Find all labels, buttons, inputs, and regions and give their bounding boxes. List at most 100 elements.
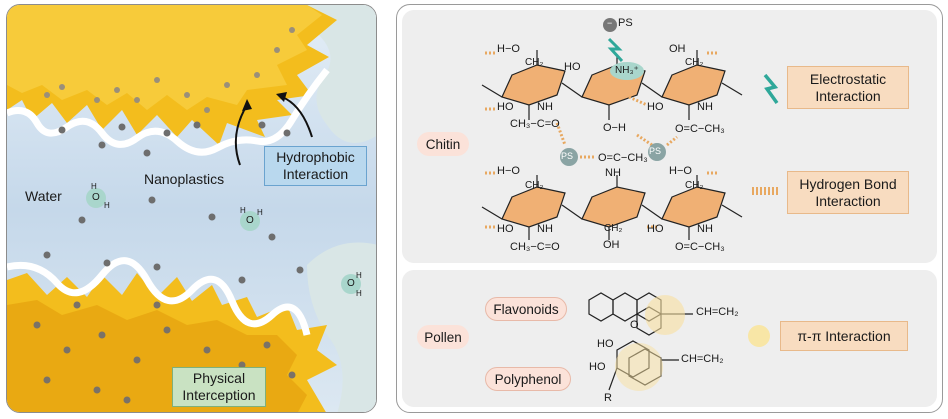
chem-acetyl-2: O=C−CH₃ bbox=[675, 123, 725, 135]
polyphenol-vinyl: CH=CH₂ bbox=[681, 353, 724, 365]
ps-particle-right bbox=[648, 143, 666, 161]
hydrogen-bond-interaction-box: Hydrogen Bond Interaction bbox=[787, 171, 909, 214]
nanoplastics-label: Nanoplastics bbox=[144, 171, 225, 187]
water-molecule-3 bbox=[341, 274, 361, 294]
chem-acetyl-4: O=C−CH₃ bbox=[675, 241, 725, 253]
pipi-highlight-polyphenol bbox=[615, 343, 663, 391]
pipi-icon bbox=[748, 325, 770, 347]
chem-ho-6: HO bbox=[497, 223, 514, 235]
pipi-interaction-box: π-π Interaction bbox=[780, 321, 908, 351]
chem-ch2-1: CH₂ bbox=[525, 57, 544, 68]
physical-line2: Interception bbox=[182, 387, 256, 403]
chem-ho-3: HO bbox=[497, 101, 514, 113]
water-o-3: O bbox=[347, 278, 355, 289]
chem-ch2-3: CH₂ bbox=[525, 180, 544, 191]
flavonoids-pill: Flavonoids bbox=[485, 297, 567, 321]
top-boundary bbox=[7, 67, 330, 156]
chitin-pill: Chitin bbox=[417, 132, 469, 156]
chem-oh-3: OH bbox=[603, 239, 620, 251]
chem-oh-1: OH bbox=[669, 43, 686, 55]
embedded-particles-bottom bbox=[33, 301, 296, 404]
water-o-1: O bbox=[92, 192, 100, 203]
chem-ho-2: HO bbox=[564, 61, 581, 73]
ps-top-label: PS bbox=[618, 17, 633, 29]
chem-nh-1: NH bbox=[537, 101, 553, 113]
hydrophobic-line1: Hydrophobic bbox=[276, 149, 355, 165]
polyphenol-ho-2: HO bbox=[589, 361, 606, 373]
hydrophobic-line2: Interaction bbox=[282, 166, 349, 182]
embedded-particles-top bbox=[44, 27, 295, 113]
chem-nh-3: NH bbox=[605, 167, 621, 179]
water-h-2a: H bbox=[240, 206, 246, 215]
chem-acetyl-3: CH₃−C=O bbox=[510, 241, 560, 253]
pipi-label: π-π Interaction bbox=[797, 327, 891, 344]
pollen-label: Pollen bbox=[424, 329, 462, 345]
pollen-surface-illustration bbox=[7, 5, 376, 412]
ps-right-label: PS bbox=[649, 146, 662, 156]
left-panel: O H H O H H O H H Water Nanoplastics Hyd… bbox=[6, 4, 377, 413]
nh3-label: NH₃⁺ bbox=[615, 65, 639, 76]
water-label: Water bbox=[25, 188, 62, 204]
flavonoids-label: Flavonoids bbox=[493, 301, 559, 317]
polyphenol-pill: Polyphenol bbox=[485, 367, 571, 391]
water-molecule-2 bbox=[240, 211, 260, 231]
pipi-highlight-flavonoid bbox=[645, 295, 685, 335]
chem-ch2-4: CH₂ bbox=[685, 180, 704, 191]
chem-ho-5: H−O bbox=[497, 165, 520, 177]
chitin-ring-1 bbox=[501, 64, 566, 106]
chem-ho-7: HO bbox=[647, 223, 664, 235]
water-o-2: O bbox=[246, 215, 254, 226]
chem-acetyl-mid: O=C−CH₃ bbox=[598, 152, 648, 164]
flavonoid-vinyl: CH=CH₂ bbox=[696, 306, 739, 318]
water-edge-top bbox=[307, 5, 376, 143]
chitin-structure bbox=[481, 18, 779, 391]
chitin-ring-6 bbox=[661, 186, 726, 228]
ps-particle-left bbox=[560, 148, 578, 166]
electrostatic-bolt-icon bbox=[763, 73, 779, 105]
water-h-3b: H bbox=[356, 289, 362, 298]
pollen-pill: Pollen bbox=[417, 325, 469, 349]
hbond-line1: Hydrogen Bond bbox=[799, 175, 897, 192]
water-h-1b: H bbox=[104, 201, 110, 210]
nh3-highlight bbox=[610, 62, 644, 80]
water-molecule-1 bbox=[86, 188, 106, 208]
electrostatic-interaction-box: Electrostatic Interaction bbox=[787, 66, 909, 109]
chem-ch2-2: CH₂ bbox=[685, 57, 704, 68]
right-panel: PS − NH₃⁺ PS PS H−O CH₂ HO OH CH₂ HO NH … bbox=[396, 4, 943, 413]
hydrogen-bond-dashes bbox=[485, 51, 719, 229]
electrostatic-bolt-small bbox=[607, 37, 624, 63]
polyphenol-ho-1: HO bbox=[597, 338, 614, 350]
physical-line1: Physical bbox=[192, 370, 246, 386]
water-h-3a: H bbox=[356, 271, 362, 280]
chem-ch2-5: CH₂ bbox=[604, 223, 623, 234]
electrostatic-line2: Interaction bbox=[815, 87, 881, 104]
bottom-boundary bbox=[7, 257, 311, 336]
chem-nh-2: NH bbox=[697, 101, 713, 113]
chitin-ring-5 bbox=[581, 186, 646, 228]
chem-nh-4: NH bbox=[537, 223, 553, 235]
electrostatic-line1: Electrostatic bbox=[809, 70, 887, 87]
chem-nh-5: NH bbox=[697, 223, 713, 235]
chem-acetyl-1: CH₃−C=O bbox=[510, 118, 560, 130]
hydrophobic-interaction-box: Hydrophobic Interaction bbox=[264, 146, 367, 186]
ps-particle-top bbox=[603, 18, 617, 32]
chitin-ring-3 bbox=[661, 64, 726, 106]
chitin-label: Chitin bbox=[425, 136, 461, 152]
polyphenol-label: Polyphenol bbox=[494, 371, 562, 387]
polyphenol-r: R bbox=[604, 392, 612, 404]
nanoplastic-particles bbox=[43, 121, 304, 284]
water-h-2b: H bbox=[257, 208, 263, 217]
ps-sign: − bbox=[607, 18, 613, 28]
chem-ho-4: HO bbox=[647, 101, 664, 113]
physical-interception-box: Physical Interception bbox=[172, 367, 266, 407]
chem-oh-bridge: O−H bbox=[603, 122, 626, 134]
chitin-ring-4 bbox=[501, 186, 566, 228]
chem-h-o-2: H−O bbox=[669, 165, 692, 177]
hbond-line2: Interaction bbox=[815, 192, 881, 209]
water-h-1a: H bbox=[91, 182, 97, 191]
chem-ho-1: H−O bbox=[497, 43, 520, 55]
ps-left-label: PS bbox=[561, 151, 574, 161]
arrow-hydrophobic-2 bbox=[281, 96, 313, 138]
flavonoid-o: O bbox=[630, 319, 639, 331]
pollen-top-highlight bbox=[7, 5, 322, 110]
